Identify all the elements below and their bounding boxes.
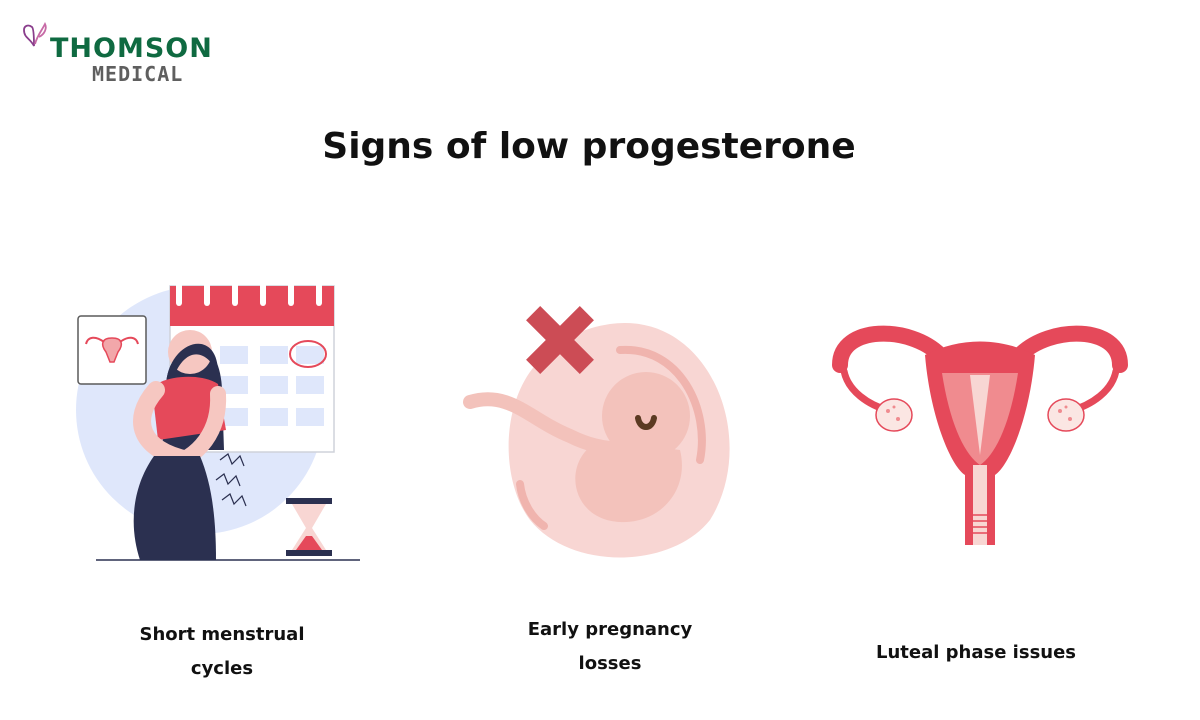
sign-label-line: Early pregnancy	[527, 619, 693, 640]
sign-label-luteal-phase: Luteal phase issues	[856, 636, 1096, 670]
sign-label-line: Short menstrual	[139, 624, 305, 645]
sign-label-short-cycles: Short menstrual cycles	[112, 618, 332, 686]
uterus-icon	[832, 325, 1128, 545]
brand-name-line2: MEDICAL	[92, 62, 184, 86]
page-title: Signs of low progesterone	[322, 126, 856, 167]
sign-label-pregnancy-losses: Early pregnancy losses	[500, 613, 720, 681]
brand-name-line1: THOMSON	[50, 33, 213, 64]
butterfly-icon	[23, 21, 47, 47]
sign-label-line: losses	[578, 653, 642, 674]
sign-label-line: Luteal phase issues	[875, 642, 1077, 663]
embryo-cross-icon	[463, 306, 730, 558]
sign-label-line: cycles	[190, 658, 254, 679]
woman-calendar-hourglass-icon	[76, 280, 360, 561]
brand-logo: THOMSON MEDICAL	[20, 20, 220, 86]
